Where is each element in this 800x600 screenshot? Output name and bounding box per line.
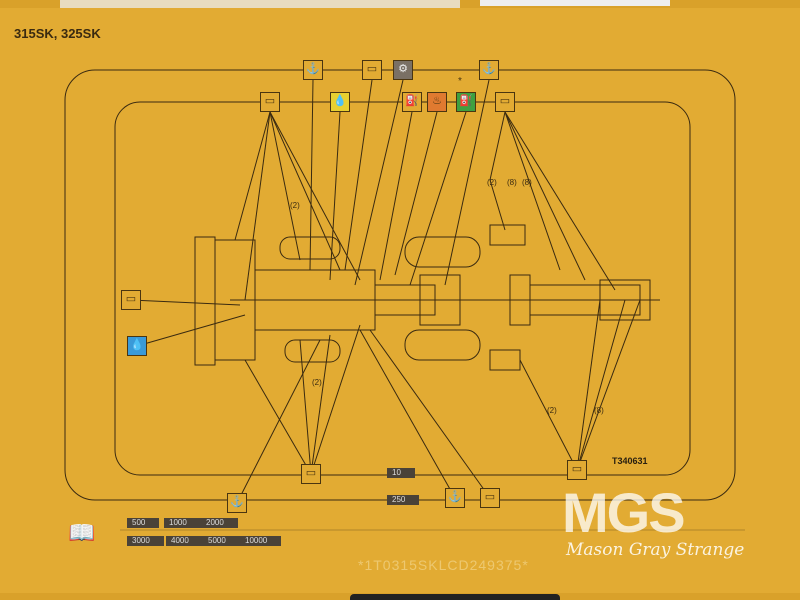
washer-fluid-icon: 💧: [127, 336, 147, 356]
interval-2000-hours: 2000: [201, 518, 238, 528]
watermark-company: Mason Gray Strange: [566, 540, 745, 560]
loader-machine-outline: [194, 224, 660, 371]
quantity-label: (2): [290, 201, 300, 210]
quantity-label: (8): [522, 178, 532, 187]
air-filter-icon: ⚙: [393, 60, 413, 80]
interval-250-hours: 250: [387, 495, 420, 505]
serial-number-stamp: *1T0315SKLCD249375*: [358, 557, 529, 573]
hydraulic-filter-icon: ▭: [567, 460, 587, 480]
hydraulic-filter-icon: ▭: [260, 92, 280, 112]
manual-icon: 📖: [68, 520, 96, 545]
inner-route: [114, 101, 691, 476]
hydraulic-filter-icon: ▭: [495, 92, 515, 112]
quantity-label: (8): [594, 406, 604, 415]
interval-5000-hours: 5000: [203, 536, 240, 546]
hydraulic-filter-icon: ▭: [362, 60, 382, 80]
interval-4000-hours: 4000: [166, 536, 203, 546]
interval-3000-hours: 3000: [127, 536, 164, 546]
part-number: T340631: [612, 456, 648, 466]
grease-fitting-icon: ⚓: [479, 60, 499, 80]
machine-edge: [350, 594, 560, 600]
hydraulic-filter-icon: ▭: [121, 290, 141, 310]
model-label: 315SK, 325SK: [14, 26, 101, 41]
grease-fitting-icon: ⚓: [227, 493, 247, 513]
hydraulic-filter-icon: ▭: [301, 464, 321, 484]
fuel-icon: ⛽: [456, 92, 476, 112]
grease-fitting-icon: ⚓: [303, 60, 323, 80]
quantity-label: (8): [507, 178, 517, 187]
interval-500-hours: 500: [127, 518, 160, 528]
asterisk-icon: *: [458, 76, 462, 87]
watermark-logo: MGS: [562, 481, 686, 544]
grease-fitting-icon: ⚓: [445, 488, 465, 508]
quantity-label: (2): [487, 178, 497, 187]
battery-icon: ▭: [480, 488, 500, 508]
quantity-label: (2): [312, 378, 322, 387]
interval-10000-hours: 10000: [240, 536, 282, 546]
fuel-filter-icon: ⛽: [402, 92, 422, 112]
paper-edge: [480, 0, 670, 6]
paper-edge: [60, 0, 460, 8]
coolant-icon: ♨: [427, 92, 447, 112]
quantity-label: (2): [547, 406, 557, 415]
engine-oil-icon: 💧: [330, 92, 350, 112]
lube-lines: [120, 79, 745, 531]
interval-1000-hours: 1000: [164, 518, 201, 528]
interval-10-hours: 10: [387, 468, 415, 478]
